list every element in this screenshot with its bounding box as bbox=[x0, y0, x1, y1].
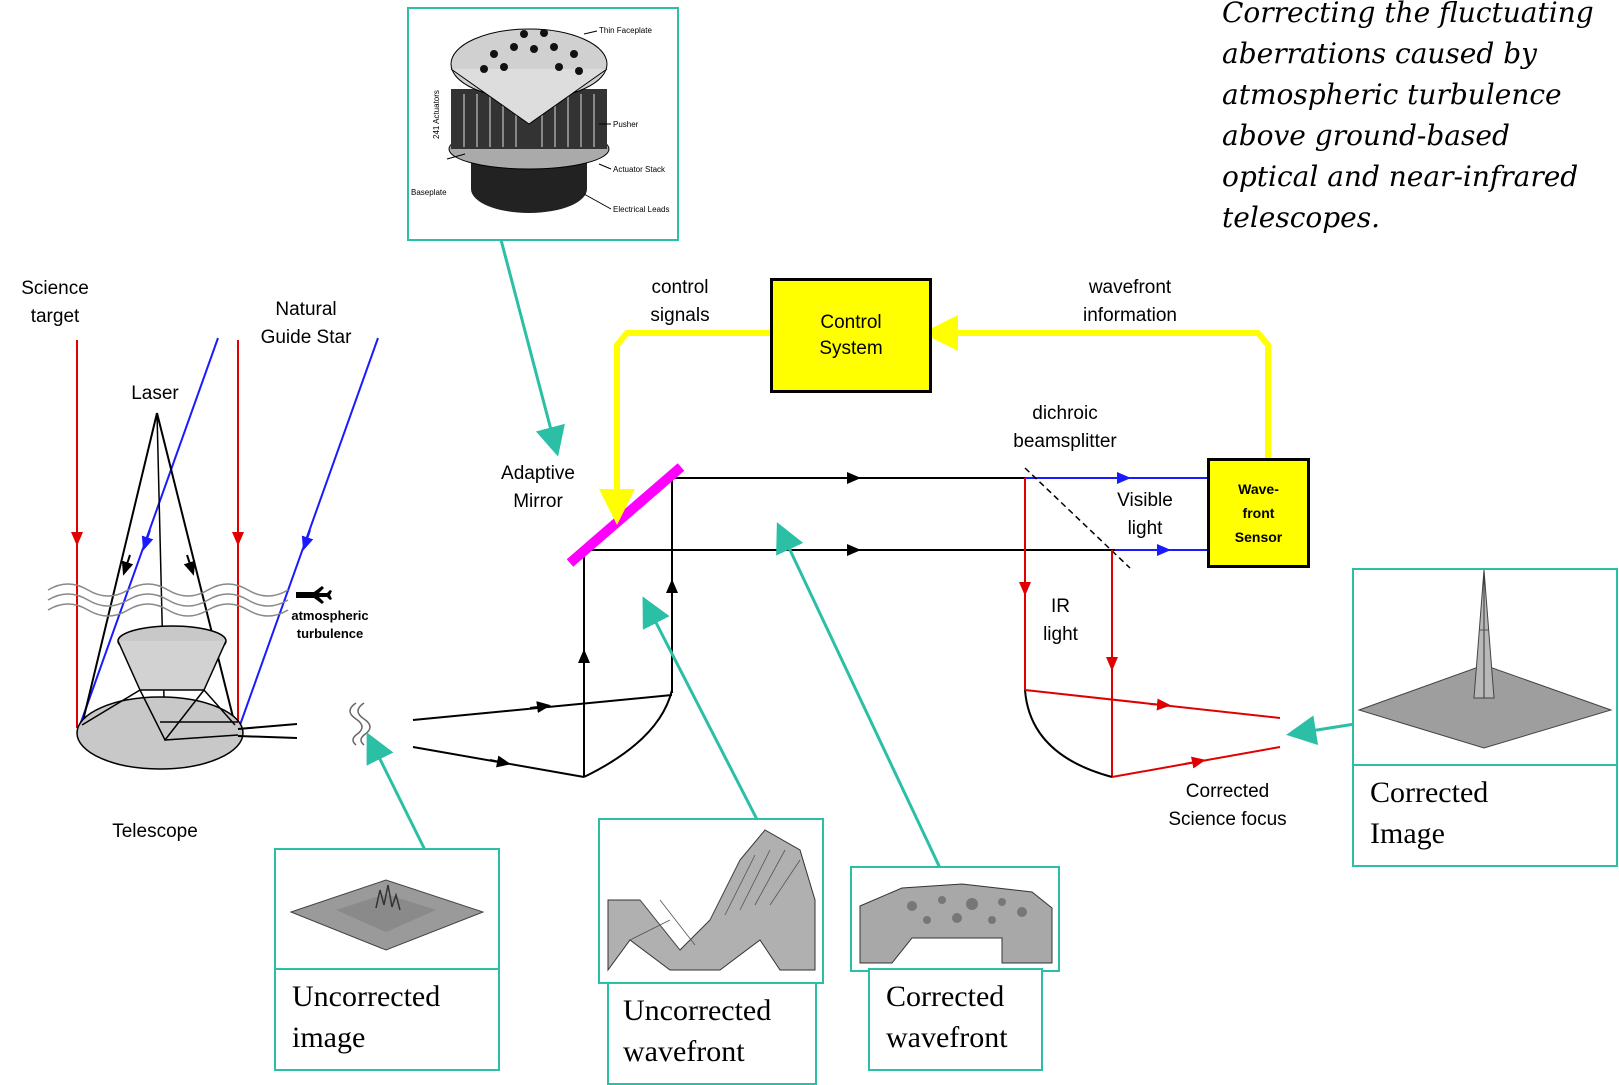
wavefront-sensor-box: Wave-front Sensor bbox=[1207, 458, 1310, 568]
uncorrected-wavefront-caption: Uncorrected wavefront bbox=[623, 994, 772, 1068]
deformable-mirror-inset: Thin Faceplate Pusher Actuator Stack Ele… bbox=[407, 7, 679, 241]
actuator-stack-label: Actuator Stack bbox=[613, 165, 666, 174]
telescope-group bbox=[47, 337, 379, 770]
uncorrected-image-caption: Uncorrected image bbox=[292, 980, 441, 1054]
telescope-label: Telescope bbox=[112, 821, 198, 842]
control-signals-label: control signals bbox=[650, 277, 710, 326]
uncorrected-image-surface bbox=[289, 879, 485, 951]
corrected-wavefront-caption: Corrected wavefront bbox=[886, 980, 1008, 1054]
headline-text: Correcting the fluctuating aberrations c… bbox=[1222, 0, 1594, 234]
laser-label: Laser bbox=[131, 383, 179, 404]
focusing-mirror bbox=[1024, 689, 1113, 778]
faceplate-label: Thin Faceplate bbox=[599, 26, 652, 35]
ir-light-label: IR light bbox=[1043, 596, 1078, 645]
pusher-label: Pusher bbox=[613, 120, 639, 129]
electrical-leads-label: Electrical Leads bbox=[613, 205, 669, 214]
atmospheric-turbulence-label: atmospheric turbulence bbox=[291, 608, 369, 641]
primary-mirror bbox=[76, 696, 244, 770]
corrected-image-caption-box: Corrected Image bbox=[1352, 764, 1618, 867]
corrected-wavefront-surface bbox=[859, 883, 1053, 964]
uncorrected-wavefront-surface bbox=[607, 829, 816, 972]
collimator-mirror bbox=[583, 689, 673, 778]
control-system-label: Control System bbox=[819, 311, 883, 359]
corrected-image-plot bbox=[1352, 568, 1618, 767]
uncorrected-wavefront-plot bbox=[598, 818, 824, 984]
uncorrected-image-plot bbox=[274, 848, 500, 971]
corrected-image-surface bbox=[1357, 569, 1613, 749]
corrected-wavefront-caption-box: Corrected wavefront bbox=[868, 968, 1043, 1071]
visible-light-label: Visible light bbox=[1117, 490, 1173, 539]
deformable-mirror-illustration: Thin Faceplate Pusher Actuator Stack Ele… bbox=[411, 26, 669, 214]
dichroic-beamsplitter-label: dichroic beamsplitter bbox=[1013, 403, 1117, 452]
corrected-science-focus-label: Corrected Science focus bbox=[1168, 781, 1287, 830]
airplane-icon bbox=[296, 586, 332, 604]
actuators-label: 241 Actuators bbox=[432, 90, 441, 139]
natural-guide-star-label: Natural Guide Star bbox=[260, 299, 352, 348]
control-loop bbox=[599, 315, 1271, 525]
uncorrected-image-caption-box: Uncorrected image bbox=[274, 968, 500, 1071]
wavefront-information-label: wavefront information bbox=[1083, 277, 1177, 326]
adaptive-mirror-label: Adaptive Mirror bbox=[501, 463, 575, 512]
baseplate-label: Baseplate bbox=[411, 188, 447, 197]
wavefront-sensor-label: Wave-front Sensor bbox=[1234, 481, 1283, 545]
beam-paths bbox=[412, 467, 1281, 778]
uncorrected-wavefront-caption-box: Uncorrected wavefront bbox=[607, 982, 817, 1085]
corrected-image-caption: Corrected Image bbox=[1370, 776, 1489, 850]
science-target-label: Science target bbox=[21, 278, 89, 327]
control-system-box: Control System bbox=[770, 278, 932, 393]
corrected-wavefront-plot bbox=[850, 866, 1060, 972]
